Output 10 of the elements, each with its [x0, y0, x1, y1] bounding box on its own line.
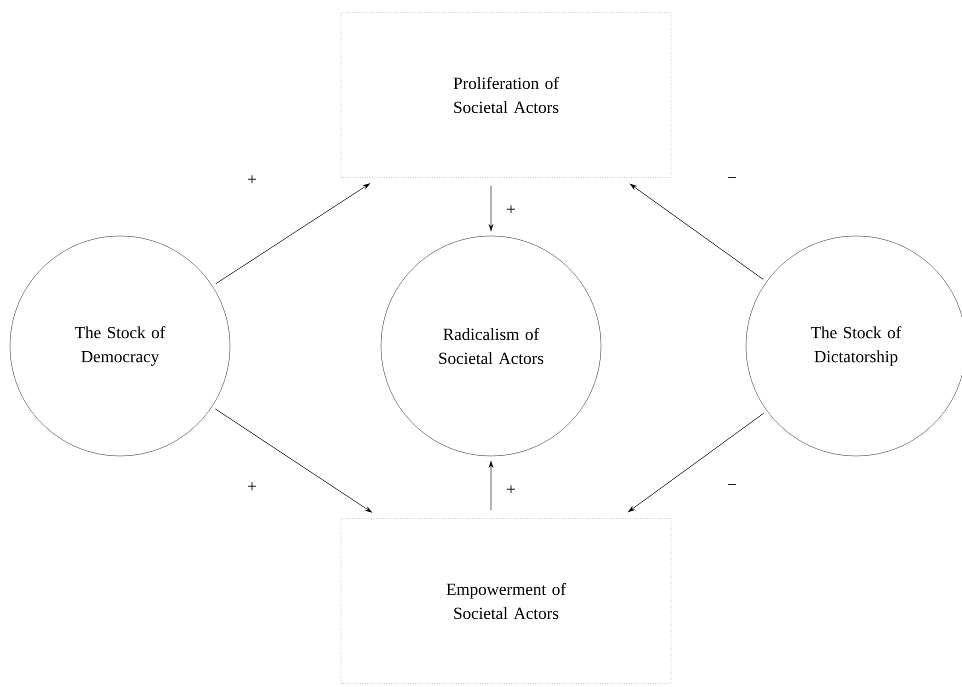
edge-label: +	[246, 174, 258, 186]
edge-label: +	[246, 481, 258, 493]
circle-node: Radicalism of Societal Actors	[380, 236, 602, 456]
circle-node: The Stock of Democracy	[10, 236, 230, 456]
edge-label: +	[505, 484, 517, 496]
dotted-box: Proliferation of Societal Actors	[340, 12, 672, 178]
edge-label: −	[726, 176, 738, 184]
edge-label: +	[505, 204, 517, 216]
dotted-box: Empowerment of Societal Actors	[340, 518, 672, 684]
edge-label: −	[726, 482, 738, 492]
